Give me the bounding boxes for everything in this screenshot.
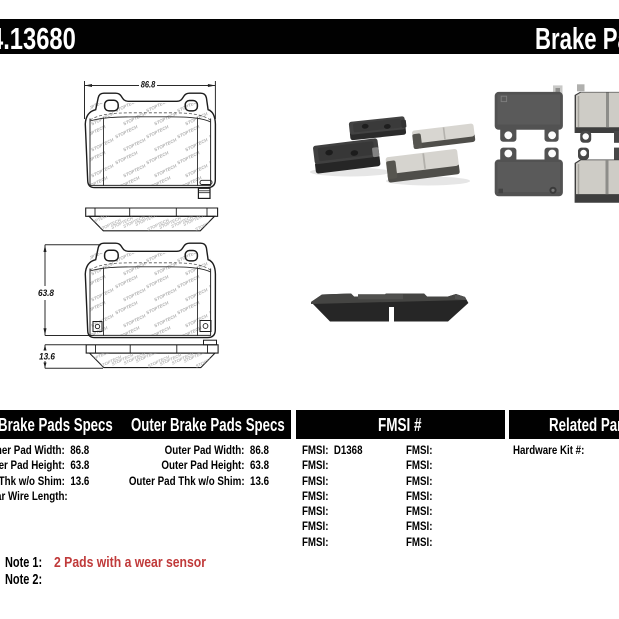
svg-text:63.8: 63.8 — [38, 288, 54, 298]
svg-text:86.8: 86.8 — [141, 79, 156, 89]
svg-text:13.6: 13.6 — [39, 351, 56, 361]
